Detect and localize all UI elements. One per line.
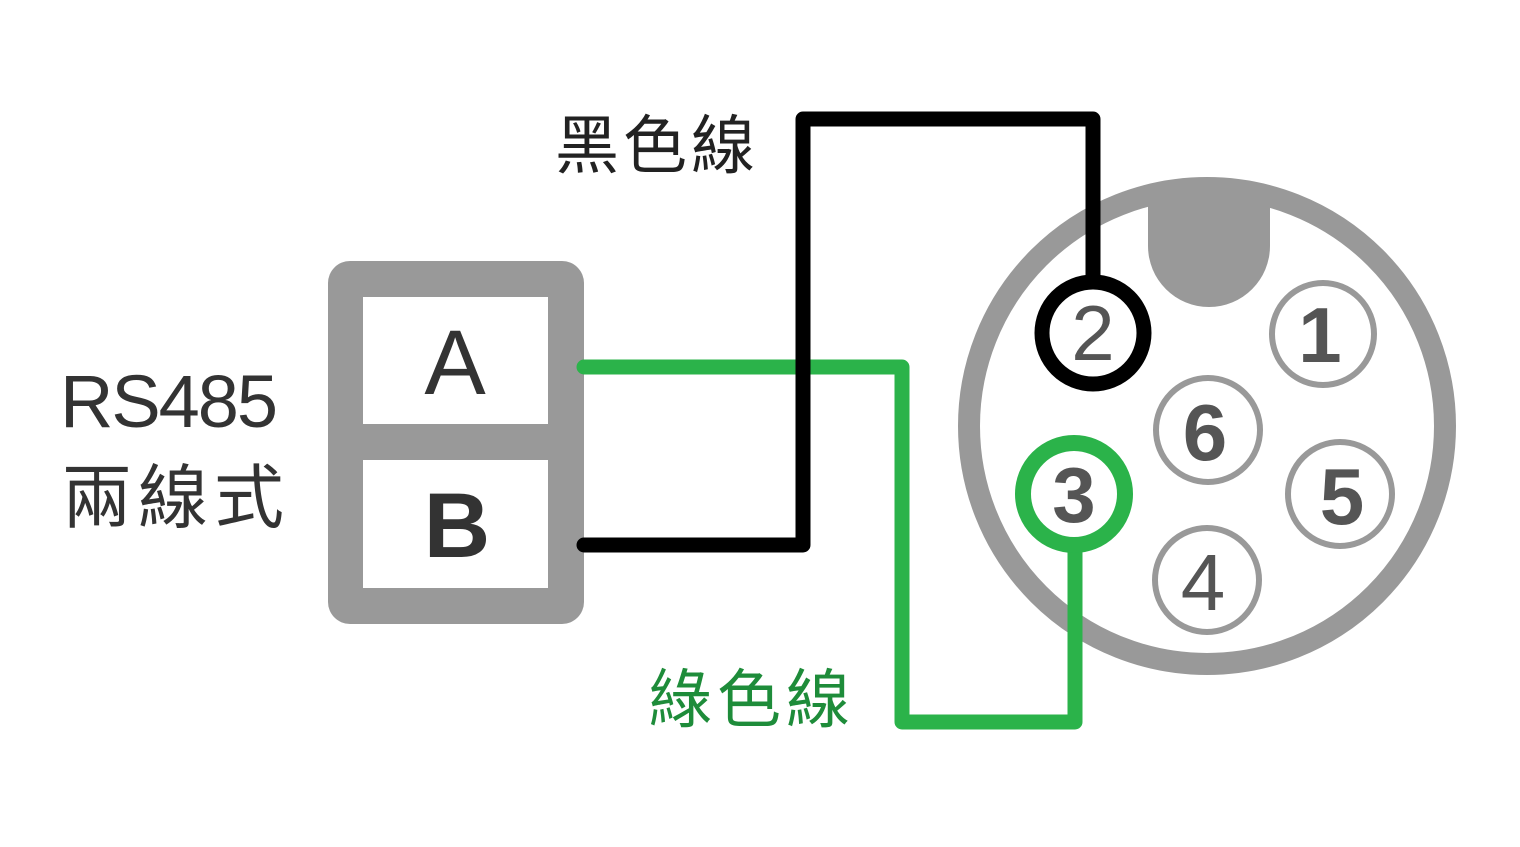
pin-2-label: 2 xyxy=(1071,289,1114,377)
pin-6: 6 xyxy=(1153,375,1263,485)
mode-label: 兩線式 xyxy=(62,457,284,539)
pin-1: 1 xyxy=(1269,280,1377,388)
pin-1-label: 1 xyxy=(1298,291,1341,379)
terminal-a xyxy=(363,297,548,424)
protocol-label: RS485 xyxy=(60,360,278,443)
pin-3-label: 3 xyxy=(1052,451,1095,539)
pin-4: 4 xyxy=(1152,525,1262,635)
terminal-b-label: B xyxy=(424,475,490,577)
pin-3: 3 xyxy=(1015,435,1133,553)
pin-4-label: 4 xyxy=(1181,538,1226,627)
connector-key-notch xyxy=(1148,195,1270,307)
pin-5-label: 5 xyxy=(1320,452,1365,541)
black-wire-label: 黑色線 xyxy=(555,110,755,184)
green-wire-label: 綠色線 xyxy=(648,664,850,738)
pin-5: 5 xyxy=(1285,439,1395,549)
pin-6-label: 6 xyxy=(1183,388,1228,477)
pin-2: 2 xyxy=(1034,274,1152,392)
black-wire xyxy=(576,111,1101,553)
terminal-b xyxy=(363,460,548,588)
terminal-block: A B xyxy=(328,261,584,624)
terminal-a-label: A xyxy=(424,312,486,414)
